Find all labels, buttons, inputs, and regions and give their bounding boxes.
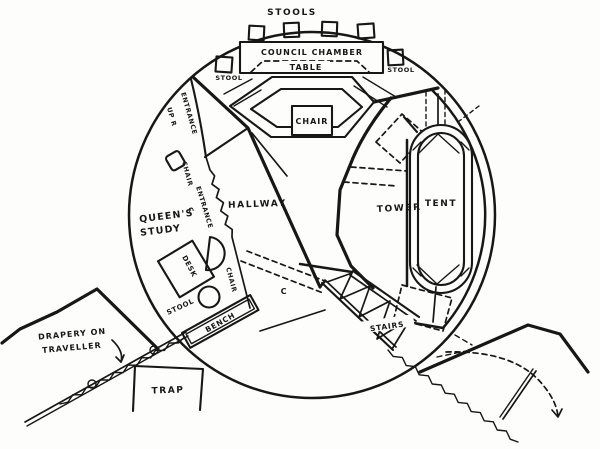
tower-dashed-row-1	[350, 166, 408, 172]
trap-label: TRAP	[151, 385, 184, 396]
entrance-chair	[164, 150, 186, 172]
entrance-up-position: UP R	[165, 106, 178, 127]
stairs-feed-top	[298, 262, 354, 274]
stairs-rail-top-inner	[349, 274, 417, 322]
drapery-mountain-line	[0, 287, 160, 351]
tent-tie-top-right	[460, 141, 470, 151]
drapery-label-2: TRAVELLER	[42, 341, 102, 355]
stage-circle	[127, 30, 497, 400]
stool-square-3	[320, 20, 339, 38]
desk-label: DESK	[180, 254, 198, 278]
study-chair	[204, 235, 226, 272]
stool-left-label: STOOL	[215, 74, 242, 82]
traveller-track-right-2	[499, 368, 534, 418]
dais-feed-left-2	[233, 89, 262, 107]
tower-label: TOWER	[377, 203, 422, 215]
entrance-up-passage-wall	[189, 77, 208, 159]
tent-fan-top-right	[437, 133, 460, 154]
drapery-line-right	[418, 323, 590, 374]
wall-right-upper	[372, 86, 440, 104]
traveller-curtain-wavy-left	[59, 336, 185, 405]
entrance-chair-label: CHAIR	[180, 160, 194, 187]
traveller-curtain-wavy-right	[387, 349, 519, 443]
queens-study-label-2: STUDY	[140, 223, 182, 239]
platform-dashed-tail	[454, 334, 473, 346]
tower-tent-group: TOWER TENT	[335, 88, 487, 346]
council-chamber-label: COUNCIL CHAMBER	[261, 48, 363, 57]
traveller-ring-2	[149, 345, 159, 355]
stairs-rail-bottom-outer	[320, 281, 395, 352]
tent-guy-dashed-diagonal	[457, 105, 480, 123]
tower-trapdoor-brace	[402, 115, 419, 134]
council-chamber-group: COUNCIL CHAMBER TABLE STOOLS STOOL STOOL…	[214, 8, 440, 139]
tower-trapdoor-dashed	[375, 113, 427, 164]
study-chair-label: CHAIR	[224, 266, 238, 293]
stool-square-right	[386, 48, 405, 67]
queens-study-label-1: QUEEN'S	[139, 208, 195, 226]
dais-inner-step	[249, 87, 364, 129]
table-label: TABLE	[290, 63, 323, 72]
tent-outer-boundary	[406, 88, 487, 330]
study-stool	[197, 285, 221, 309]
entrance-c-word: ENTRANCE	[194, 185, 214, 229]
bench-outline	[180, 294, 260, 349]
table-label-mask	[282, 61, 330, 72]
throne-chair-outline	[290, 104, 334, 137]
tent-pole-bottom	[432, 286, 437, 323]
center-dashed-line-1	[246, 250, 331, 284]
traveller-track-right-1	[502, 370, 537, 420]
dais-feed-right-1	[362, 76, 397, 98]
stool-square-2	[282, 21, 301, 39]
wall-spur	[251, 132, 288, 177]
tent-tie-bottom-left	[412, 267, 422, 277]
tower-outline	[335, 96, 393, 290]
hallway-label: HALLWAY	[228, 199, 287, 211]
stool-square-1	[247, 24, 266, 42]
pull-arrow-head	[115, 354, 125, 363]
stool-square-left	[214, 55, 234, 74]
swing-arrow-dashed-curve	[445, 351, 559, 418]
tower-dashed-row-2	[343, 181, 398, 187]
tent-inner-wall	[416, 131, 466, 287]
entrance-c-curtain-wavy	[205, 156, 251, 309]
entrance-c-position: C	[186, 206, 195, 213]
throne-chair-label: CHAIR	[296, 117, 329, 126]
tent-tie-bottom-right	[460, 267, 470, 277]
trap-outline	[131, 364, 205, 413]
queens-study-group: QUEEN'S STUDY DESK CHAIR STOOL BENCH	[139, 208, 260, 349]
dais-outer-step	[228, 75, 376, 139]
stool-square-4	[356, 22, 376, 40]
traveller-track-left-1	[24, 331, 187, 423]
offstage-dashed-segment	[436, 350, 467, 358]
dais-feed-left-1	[223, 78, 253, 95]
swing-arrow-head	[551, 408, 563, 418]
tent-outer-wall	[408, 123, 474, 295]
tent-label: TENT	[425, 199, 457, 209]
stairs-group: STAIRS	[298, 262, 421, 352]
desk-outline	[156, 239, 216, 299]
hallway-group: HALLWAY C	[228, 199, 331, 332]
stairs-rail-top-outer	[351, 269, 421, 319]
tent-fan-bottom-left	[416, 264, 438, 285]
tent-fan-top-left	[418, 133, 439, 154]
hallway-floor-line	[259, 309, 326, 332]
tent-fan-bottom-right	[436, 264, 460, 285]
offstage-right-group	[387, 323, 590, 443]
stool-right-label: STOOL	[387, 66, 414, 74]
bench-inner-line	[185, 298, 256, 345]
study-top-wall	[203, 126, 250, 159]
center-mark: C	[281, 287, 288, 296]
offstage-left-group: DRAPERY ON TRAVELLER TRAP	[0, 287, 205, 427]
stools-top-label: STOOLS	[267, 8, 317, 18]
stairs-label-mask	[359, 314, 415, 334]
drapery-label-1: DRAPERY ON	[38, 327, 107, 342]
traveller-ring-1	[87, 379, 97, 389]
center-dashed-line-2	[240, 260, 324, 294]
study-stool-label: STOOL	[165, 297, 195, 317]
tent-tie-top-left	[412, 141, 422, 151]
